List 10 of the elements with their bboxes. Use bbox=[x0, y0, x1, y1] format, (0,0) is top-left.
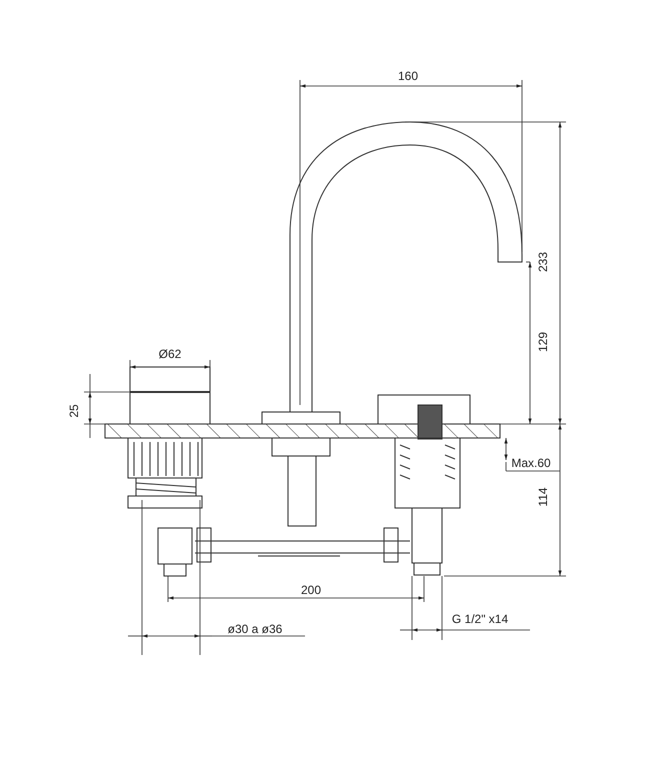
dimension-label: G 1/2" x14 bbox=[452, 612, 508, 626]
dimension-label: 129 bbox=[536, 332, 550, 352]
dimension-label: Max.60 bbox=[511, 456, 551, 470]
dimension-label: 233 bbox=[536, 252, 550, 272]
dimension-label: Ø62 bbox=[158, 347, 182, 361]
dimension-label: 25 bbox=[67, 404, 81, 418]
dimension-label: 114 bbox=[536, 487, 550, 507]
dimension-label: 160 bbox=[398, 69, 418, 83]
dimension-label: 200 bbox=[300, 583, 322, 597]
dimension-label: ø30 a ø36 bbox=[228, 622, 282, 636]
